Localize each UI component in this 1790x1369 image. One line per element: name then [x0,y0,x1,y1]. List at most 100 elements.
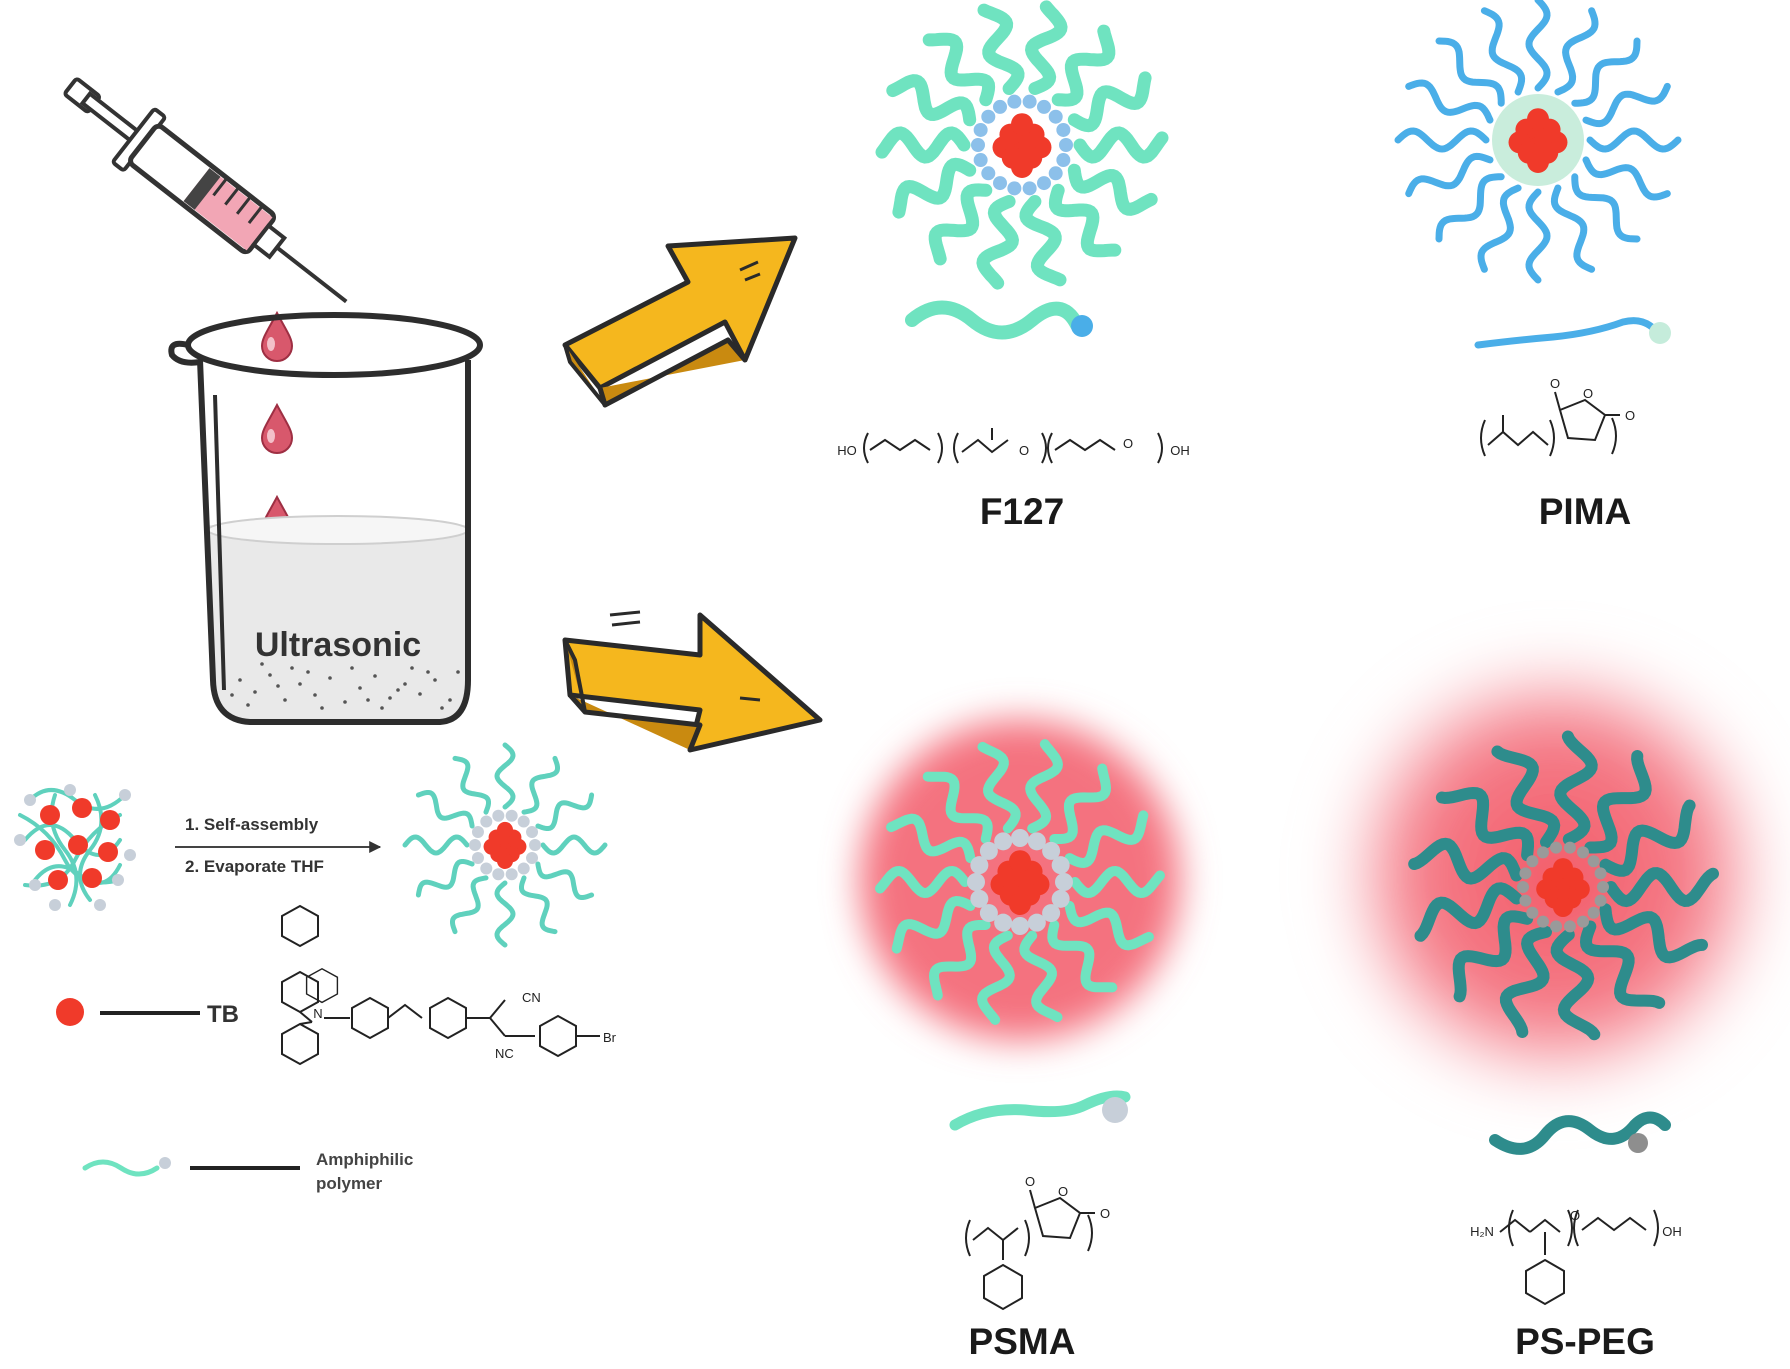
micelle-arm [1067,71,1152,133]
micelle-arm [875,126,971,164]
svg-text:H₂N: H₂N [1470,1224,1494,1239]
psma-structure-labels: O O O [1025,1174,1110,1221]
tb-dot [40,805,60,825]
shell-bead [1563,920,1576,933]
micelle-arm [1048,183,1122,258]
ps-peg-micelle [1408,730,1719,1041]
shell-bead [469,839,481,851]
svg-text:OH: OH [1662,1224,1682,1239]
micelle-arm [875,865,970,899]
shell-bead [979,904,998,923]
svg-text:O: O [1625,408,1635,423]
shell-bead [517,862,530,875]
svg-text:Br: Br [603,1030,617,1045]
micelle-arm [1047,920,1118,993]
shell-bead [1042,841,1061,860]
lower-arrow-icon [562,610,823,753]
tb-dot [72,798,92,818]
ps-peg-chain-icon [1489,1111,1671,1155]
shell-bead [480,862,493,875]
f127-label: F127 [980,491,1064,532]
psma-micelle [875,739,1165,1025]
tb-dot [56,998,84,1026]
micelle-arm [1571,37,1641,107]
ps-peg-structure [1499,1209,1659,1306]
micelle-arm [535,792,595,831]
micelle-arm [1584,750,1652,854]
shell-bead [1597,881,1609,893]
micelle-arm [1025,739,1063,834]
aggregate-bead [119,789,131,801]
shell-bead [971,138,985,152]
micelle-arm [1414,882,1523,942]
micelle-arm [1051,24,1116,107]
shell-bead [526,852,539,865]
svg-text:CN: CN [522,990,541,1005]
shell-bead [1051,856,1070,875]
tb-structure [281,904,600,1066]
shell-bead [1027,832,1046,851]
micelle-arm [1408,837,1523,885]
tb-core-dot [1009,850,1031,873]
micelle-arm [977,930,1015,1025]
legend-tb: TB [56,998,239,1028]
shell-bead [505,868,518,881]
shell-bead [979,841,998,860]
shell-bead [973,122,988,137]
svg-text:HO: HO [837,443,857,458]
aggregate-bead [29,879,41,891]
shell-bead [1577,915,1589,928]
shell-bead [1055,873,1073,891]
micelle-arm [1480,7,1526,96]
aggregate-bead [112,874,124,886]
beaker-icon: Ultrasonic [168,312,483,725]
shell-bead [1519,894,1532,907]
shell-bead [492,809,505,822]
svg-text:O: O [1550,376,1560,391]
micelle-arm [1579,920,1666,1009]
shell-bead [981,109,996,124]
micelle-arm [922,771,993,844]
psma-chain-icon [949,1090,1131,1131]
drop-icon [260,310,294,362]
svg-text:O: O [1058,1184,1068,1199]
shell-bead [526,825,539,838]
shell-bead [1577,846,1589,859]
pima-micelle [1394,0,1682,284]
shell-bead [1027,913,1046,932]
tb-structure-labels: N CN NC Br [313,990,616,1061]
process-step-2: 2. Evaporate THF [185,857,324,876]
shell-bead [973,153,988,168]
micelle-arm [1067,163,1158,216]
micelle-arm [1394,127,1490,153]
shell-bead [1587,855,1600,868]
drop-icon [260,402,294,454]
svg-text:O: O [1123,436,1133,451]
svg-text:O: O [1019,443,1029,458]
tb-dot [68,835,88,855]
micelle-arm [1582,82,1671,128]
tb-core-dot [1527,150,1549,173]
tb-dot [82,868,102,888]
tb-dot [98,842,118,862]
shell-bead [1059,138,1073,152]
micelle-arm [928,183,993,266]
micelle-arm [1525,188,1551,284]
micelle-arm [1554,7,1599,96]
svg-text:N: N [313,1006,322,1021]
shell-bead [1056,122,1071,137]
micelle-arm [521,755,560,815]
shell-bead [471,825,484,838]
tb-aggregate [14,784,136,911]
aggregate-bead [124,849,136,861]
svg-text:O: O [1025,1174,1035,1189]
shell-bead [1007,181,1022,196]
svg-text:O: O [1570,1208,1580,1223]
micelle-arm [415,790,475,829]
shell-bead [1007,94,1022,109]
micelle-arm [494,880,516,948]
shell-bead [1011,917,1029,935]
micelle-arm [1599,903,1708,964]
shell-bead [1022,94,1037,109]
